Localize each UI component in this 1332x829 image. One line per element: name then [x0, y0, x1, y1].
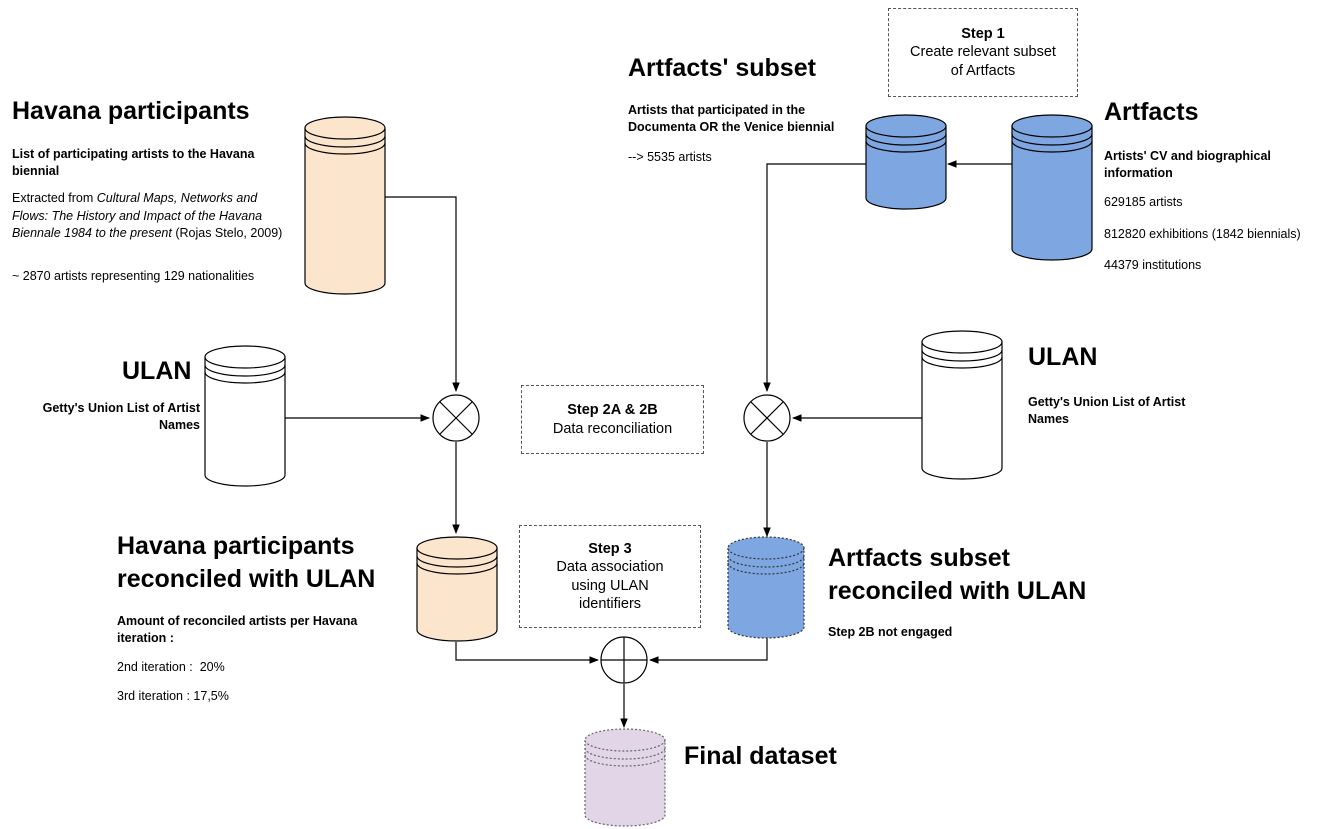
- havana-source-title: Cultural Maps, Networks and Flows: The H…: [12, 191, 263, 240]
- connector-subset-to-merge-right: [763, 163, 866, 392]
- connector-artfacts-reconciled-to-join: [649, 638, 768, 664]
- havana-participants-database: [304, 116, 386, 295]
- havana-title: Havana participants: [12, 97, 250, 125]
- final-dataset-title: Final dataset: [684, 742, 837, 770]
- artfacts-reconciled-database: [727, 536, 805, 639]
- final-dataset-database: [584, 728, 666, 827]
- havana-source-prefix: Extracted from: [12, 191, 97, 205]
- step2-box: Step 2A & 2B Data reconciliation: [521, 385, 704, 454]
- step3-line2: using ULAN: [571, 577, 649, 594]
- havana-reconciled-title-line2: reconciled with ULAN: [117, 565, 376, 593]
- merge-node-right: [743, 394, 791, 442]
- havana-source-suffix: (Rojas Stelo, 2009): [171, 226, 283, 240]
- artfacts-subtitle: Artists' CV and biographical information: [1104, 149, 1271, 180]
- step3-box: Step 3 Data association using ULAN ident…: [519, 525, 701, 628]
- artfacts-institutions: 44379 institutions: [1104, 258, 1202, 272]
- step2-line1: Data reconciliation: [552, 420, 673, 437]
- artfacts-reconciled-note: Step 2B not engaged: [828, 625, 953, 639]
- ulan-left-subtitle: Getty's Union List of Artist Names: [42, 401, 200, 432]
- step1-line2: of Artfacts: [950, 62, 1016, 79]
- step3-line1: Data association: [556, 559, 664, 576]
- havana-reconciled-subtitle: Amount of reconciled artists per Havana …: [117, 614, 358, 645]
- artfacts-reconciled-title-line1: Artfacts subset: [828, 544, 1010, 572]
- havana-subtitle: List of participating artists to the Hav…: [12, 147, 255, 178]
- havana-reconciled-title-line1: Havana participants: [117, 532, 355, 560]
- ulan-right-title: ULAN: [1028, 343, 1098, 371]
- step1-title: Step 1: [961, 26, 1005, 43]
- havana-source: Extracted from Cultural Maps, Networks a…: [12, 190, 287, 243]
- merge-node-left: [432, 394, 480, 442]
- artfacts-reconciled-title-line2: reconciled with ULAN: [828, 577, 1087, 605]
- artfacts-subset-count: --> 5535 artists: [628, 150, 712, 164]
- artfacts-exhibitions: 812820 exhibitions (1842 biennials): [1104, 227, 1301, 241]
- connectors: [285, 160, 1012, 728]
- ulan-right-subtitle: Getty's Union List of Artist Names: [1028, 395, 1186, 426]
- ulan-right-database: [921, 330, 1003, 480]
- step2-title: Step 2A & 2B: [567, 402, 658, 419]
- artfacts-subset-subtitle: Artists that participated in the Documen…: [628, 103, 835, 134]
- connector-havana-to-merge-left: [384, 196, 460, 392]
- havana-count: ~ 2870 artists representing 129 national…: [12, 269, 255, 283]
- join-node: [600, 636, 648, 684]
- artfacts-subset-title: Artfacts' subset: [628, 54, 816, 82]
- havana-reconciled-iter3: 3rd iteration : 17,5%: [117, 689, 229, 703]
- step1-box: Step 1 Create relevant subset of Artfact…: [888, 8, 1078, 97]
- step1-line1: Create relevant subset: [910, 44, 1056, 61]
- artfacts-title: Artfacts: [1104, 98, 1199, 126]
- artfacts-database: [1011, 114, 1093, 261]
- step3-title: Step 3: [588, 541, 632, 558]
- connector-havana-reconciled-to-join: [455, 642, 599, 664]
- ulan-left-database: [204, 345, 286, 487]
- step3-line3: identifiers: [578, 595, 642, 612]
- ulan-left-title: ULAN: [122, 357, 192, 385]
- havana-reconciled-iter2: 2nd iteration : 20%: [117, 660, 225, 674]
- artfacts-artists: 629185 artists: [1104, 195, 1183, 209]
- artfacts-subset-database: [865, 114, 947, 210]
- havana-reconciled-database: [416, 536, 498, 642]
